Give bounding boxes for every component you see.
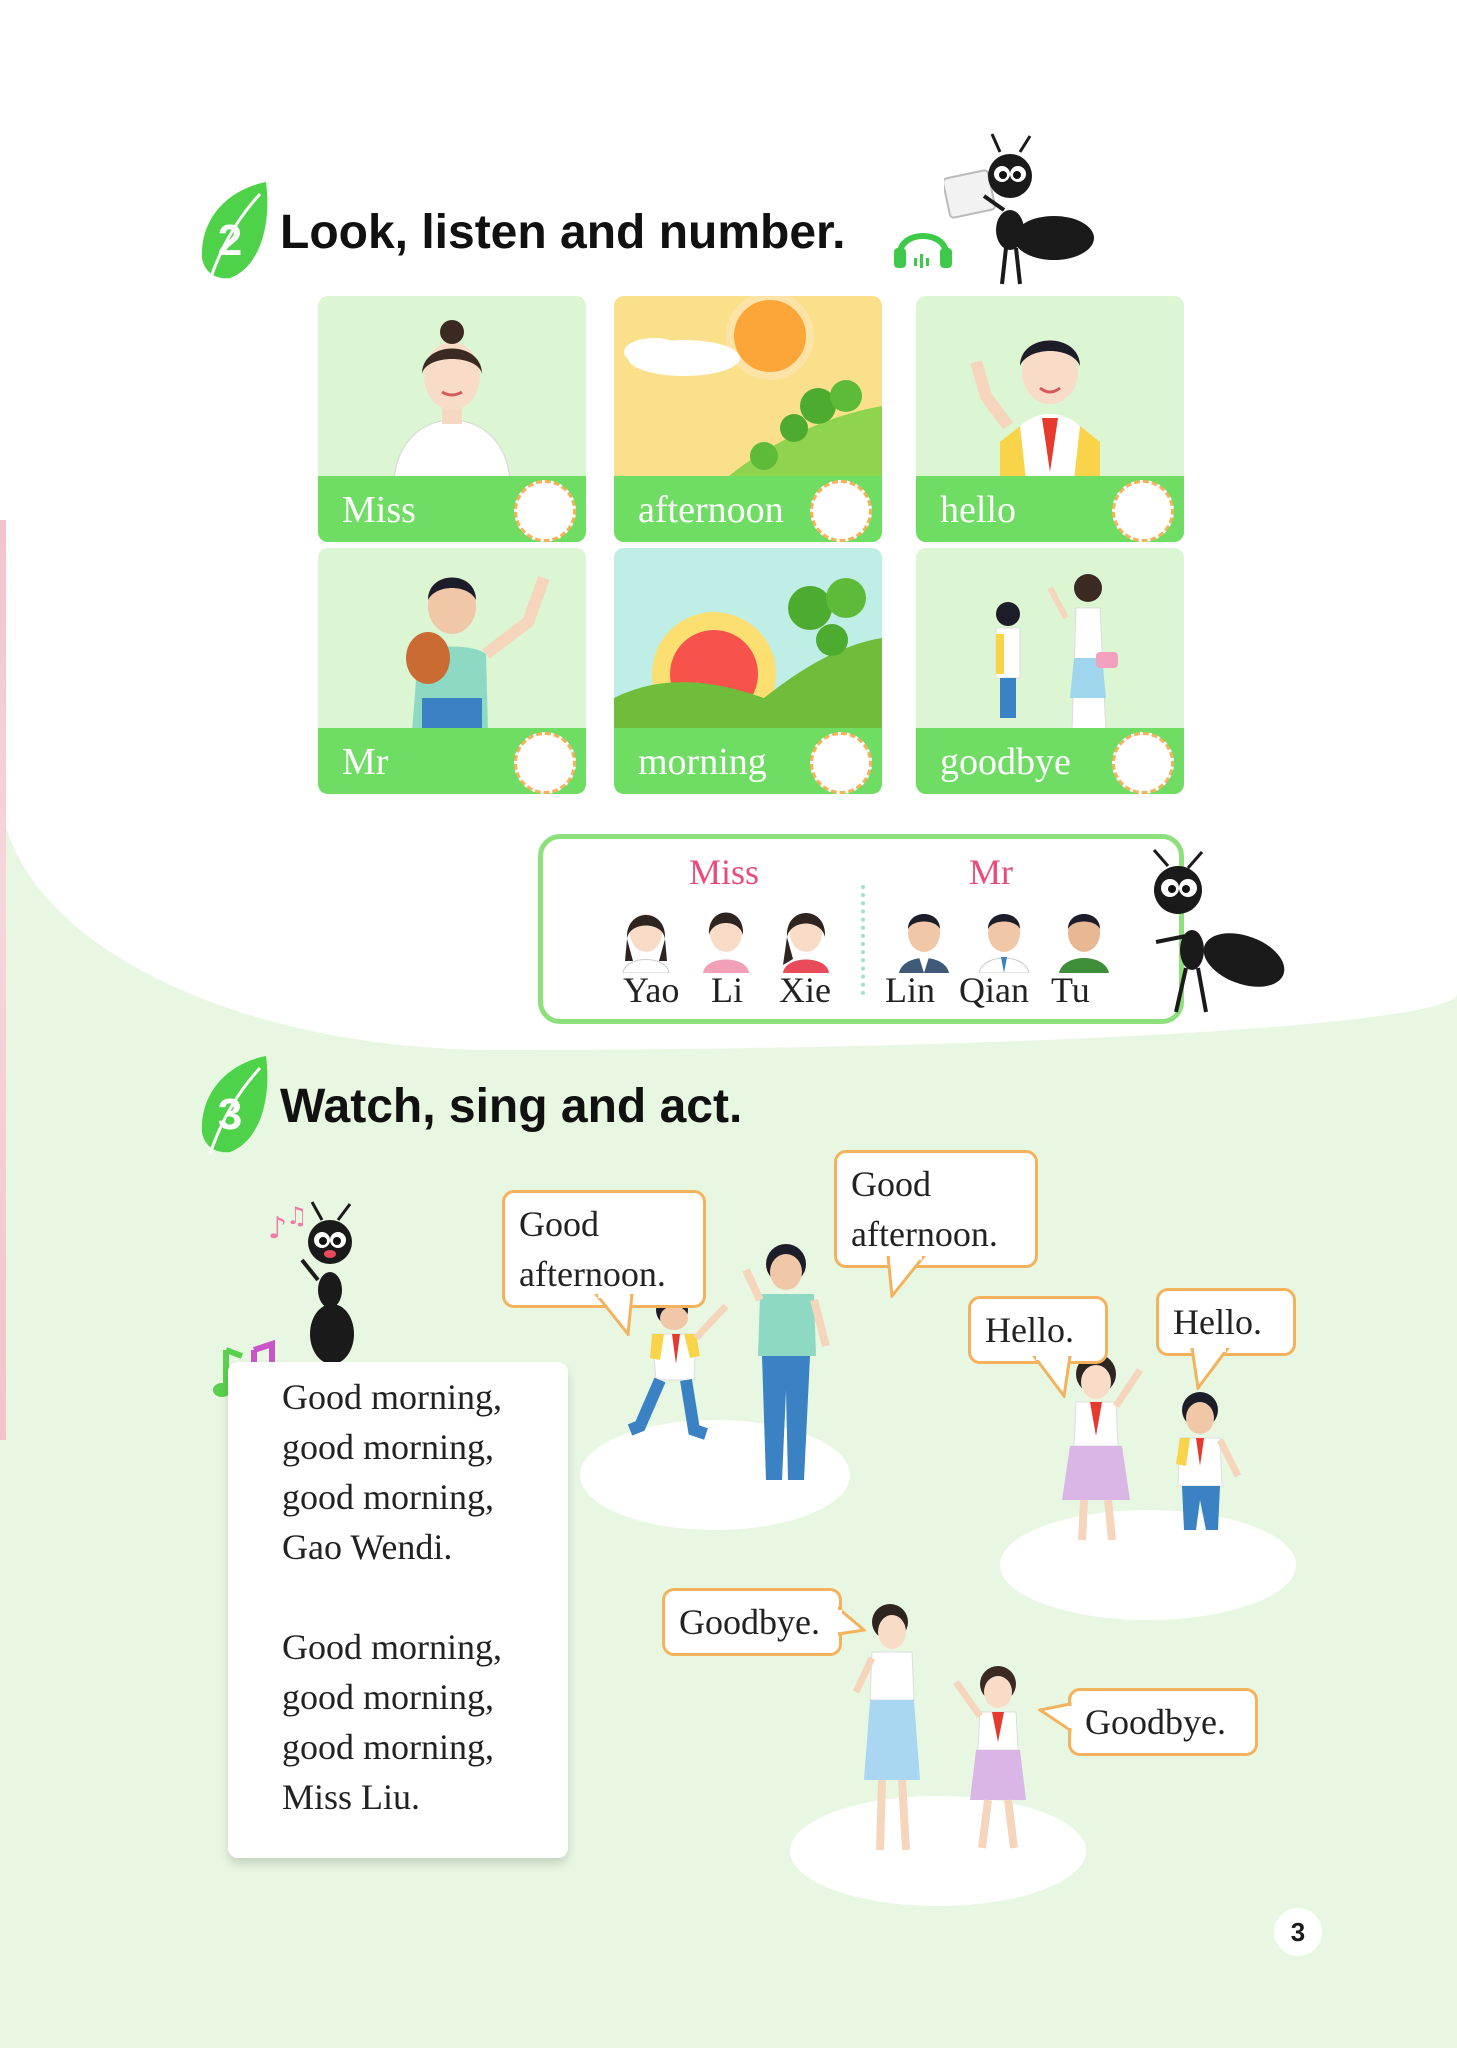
- name-tu: Tu: [1051, 970, 1090, 1010]
- name-li: Li: [711, 970, 743, 1010]
- bubble-line: Good: [851, 1164, 931, 1204]
- bubble-line: Hello.: [985, 1310, 1074, 1350]
- teacher-woman-illustration: [393, 320, 511, 480]
- card-word: Miss: [342, 489, 416, 531]
- mr-label: Mr: [969, 852, 1013, 892]
- bubble-line: Goodbye.: [679, 1602, 820, 1642]
- card-word: morning: [638, 741, 767, 783]
- lyric-line: good morning,: [282, 1477, 494, 1517]
- bubble-line: Goodbye.: [1085, 1702, 1226, 1742]
- section-3-header: 3 Watch, sing and act.: [196, 1054, 742, 1158]
- avatar-lin: [899, 914, 949, 973]
- svg-text:♪: ♪: [268, 1211, 287, 1246]
- bubble-tail: [594, 1294, 634, 1336]
- lyric-line: good morning,: [282, 1677, 494, 1717]
- speech-bubble-hello-boy: Hello.: [1156, 1288, 1296, 1356]
- section-title: Watch, sing and act.: [280, 1079, 743, 1133]
- page-number: 3: [1274, 1908, 1322, 1956]
- lyric-line: Good morning,: [282, 1627, 502, 1667]
- boy-and-teacher-illustration: [627, 1244, 830, 1480]
- speech-bubble-goodbye-teacher: Goodbye.: [662, 1588, 842, 1656]
- names-box: Miss Mr Yao Li Xie Lin Qian Tu: [538, 834, 1184, 1024]
- card-word: hello: [940, 489, 1016, 531]
- name-xie: Xie: [779, 970, 831, 1010]
- ground-spot: [790, 1796, 1086, 1906]
- ant-mascot-names: [1136, 846, 1286, 1016]
- song-lyrics-panel: Good morning, good morning, good morning…: [228, 1362, 568, 1858]
- name-yao: Yao: [623, 970, 680, 1010]
- leaf-icon: 3: [196, 1054, 272, 1158]
- edge-strip: [0, 520, 6, 1440]
- miss-label: Miss: [689, 852, 760, 892]
- lyric-line: Gao Wendi.: [282, 1527, 453, 1567]
- bubble-tail: [1032, 1356, 1072, 1398]
- answer-circle[interactable]: [1112, 732, 1174, 794]
- section-number: 2: [217, 216, 243, 265]
- headphones-icon[interactable]: [892, 216, 954, 272]
- avatar-tu: [1059, 914, 1109, 973]
- card-word: Mr: [342, 741, 389, 783]
- bubble-tail: [838, 1606, 866, 1636]
- answer-circle[interactable]: [1112, 480, 1174, 542]
- svg-text:♫: ♫: [286, 1202, 308, 1230]
- section-title: Look, listen and number.: [280, 205, 846, 259]
- ground-spot: [1000, 1510, 1296, 1620]
- lyric-line: Miss Liu.: [282, 1777, 421, 1817]
- lyric-line: good morning,: [282, 1727, 494, 1767]
- teacher-man-illustration: [406, 575, 550, 732]
- ant-mascot-singing: ♪ ♫: [266, 1194, 386, 1368]
- section-2-header: 2 Look, listen and number.: [196, 180, 845, 284]
- avatar-yao: [622, 914, 670, 973]
- card-word: afternoon: [638, 489, 784, 531]
- speech-bubble-hello-girl: Hello.: [968, 1296, 1108, 1364]
- card-mr: Mr: [318, 548, 586, 794]
- ant-mascot-tablet: [942, 130, 1094, 290]
- speech-bubble-afternoon-teacher: Good afternoon.: [834, 1150, 1038, 1268]
- speech-bubble-afternoon-boy: Good afternoon.: [502, 1190, 706, 1308]
- answer-circle[interactable]: [514, 480, 576, 542]
- bubble-tail: [886, 1256, 926, 1298]
- card-goodbye: goodbye: [916, 548, 1184, 794]
- bubble-line: Hello.: [1173, 1302, 1262, 1342]
- avatar-li: [703, 912, 749, 973]
- answer-circle[interactable]: [514, 732, 576, 794]
- card-morning: morning: [614, 548, 882, 794]
- morning-sunrise-illustration: [614, 548, 882, 732]
- avatar-qian: [978, 914, 1030, 973]
- teacher-and-girl-goodbye-illustration: [852, 1604, 1026, 1851]
- lyric-line: Good morning,: [282, 1377, 502, 1417]
- card-miss: Miss: [318, 296, 586, 542]
- girl-and-boy-waving-illustration: [1062, 1354, 1242, 1541]
- answer-circle[interactable]: [810, 732, 872, 794]
- section-number: 3: [217, 1090, 243, 1139]
- afternoon-sun-illustration: [614, 296, 882, 480]
- leaf-icon: 2: [196, 180, 272, 284]
- name-lin: Lin: [885, 970, 935, 1010]
- bubble-line: Good: [519, 1204, 599, 1244]
- goodbye-illustration: [995, 574, 1118, 732]
- card-afternoon: afternoon: [614, 296, 882, 542]
- avatar-xie: [783, 913, 829, 973]
- bubble-tail: [1190, 1348, 1230, 1390]
- bubble-line: afternoon.: [851, 1214, 998, 1254]
- bubble-line: afternoon.: [519, 1254, 666, 1294]
- name-qian: Qian: [959, 970, 1029, 1010]
- boy-waving-illustration: [970, 340, 1100, 480]
- card-hello: hello: [916, 296, 1184, 542]
- lyric-line: good morning,: [282, 1427, 494, 1467]
- dotted-divider: [861, 885, 865, 995]
- speech-bubble-goodbye-girl: Goodbye.: [1068, 1688, 1258, 1756]
- bubble-tail: [1038, 1702, 1072, 1733]
- answer-circle[interactable]: [810, 480, 872, 542]
- card-word: goodbye: [940, 741, 1071, 783]
